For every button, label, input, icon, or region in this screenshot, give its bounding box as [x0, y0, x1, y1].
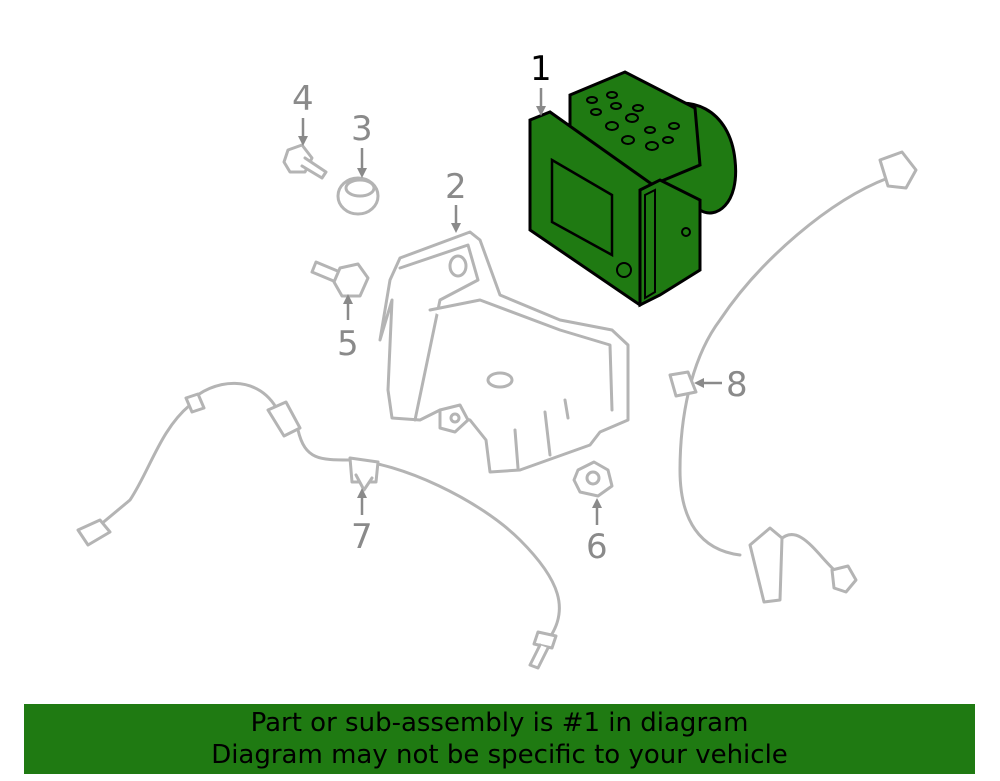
speed-sensor-harness-part-7[interactable]	[76, 381, 561, 670]
banner-line-1: Part or sub-assembly is #1 in diagram	[250, 708, 749, 738]
callout-6: 6	[586, 527, 608, 567]
banner-line-2: Diagram may not be specific to your vehi…	[211, 740, 788, 770]
speed-sensor-harness-part-8[interactable]	[668, 150, 918, 604]
bolt-part-4[interactable]	[282, 143, 328, 180]
callout-8: 8	[726, 365, 748, 405]
bolt-part-5[interactable]	[310, 260, 370, 298]
callout-7: 7	[351, 517, 373, 557]
nut-part-6[interactable]	[572, 460, 614, 498]
abs-module-part-1[interactable]	[528, 70, 738, 308]
callout-5: 5	[337, 324, 359, 364]
callout-2: 2	[445, 167, 467, 207]
grommet-part-3[interactable]	[336, 176, 380, 216]
info-banner: Part or sub-assembly is #1 in diagram Di…	[24, 704, 975, 774]
callout-4: 4	[292, 79, 314, 119]
callout-3: 3	[351, 109, 373, 149]
callout-1: 1	[530, 49, 552, 89]
parts-diagram: 1 2 3 4 5 6 7 8	[76, 49, 918, 670]
callout-arrows	[298, 88, 722, 525]
bracket-part-2[interactable]	[378, 230, 630, 474]
